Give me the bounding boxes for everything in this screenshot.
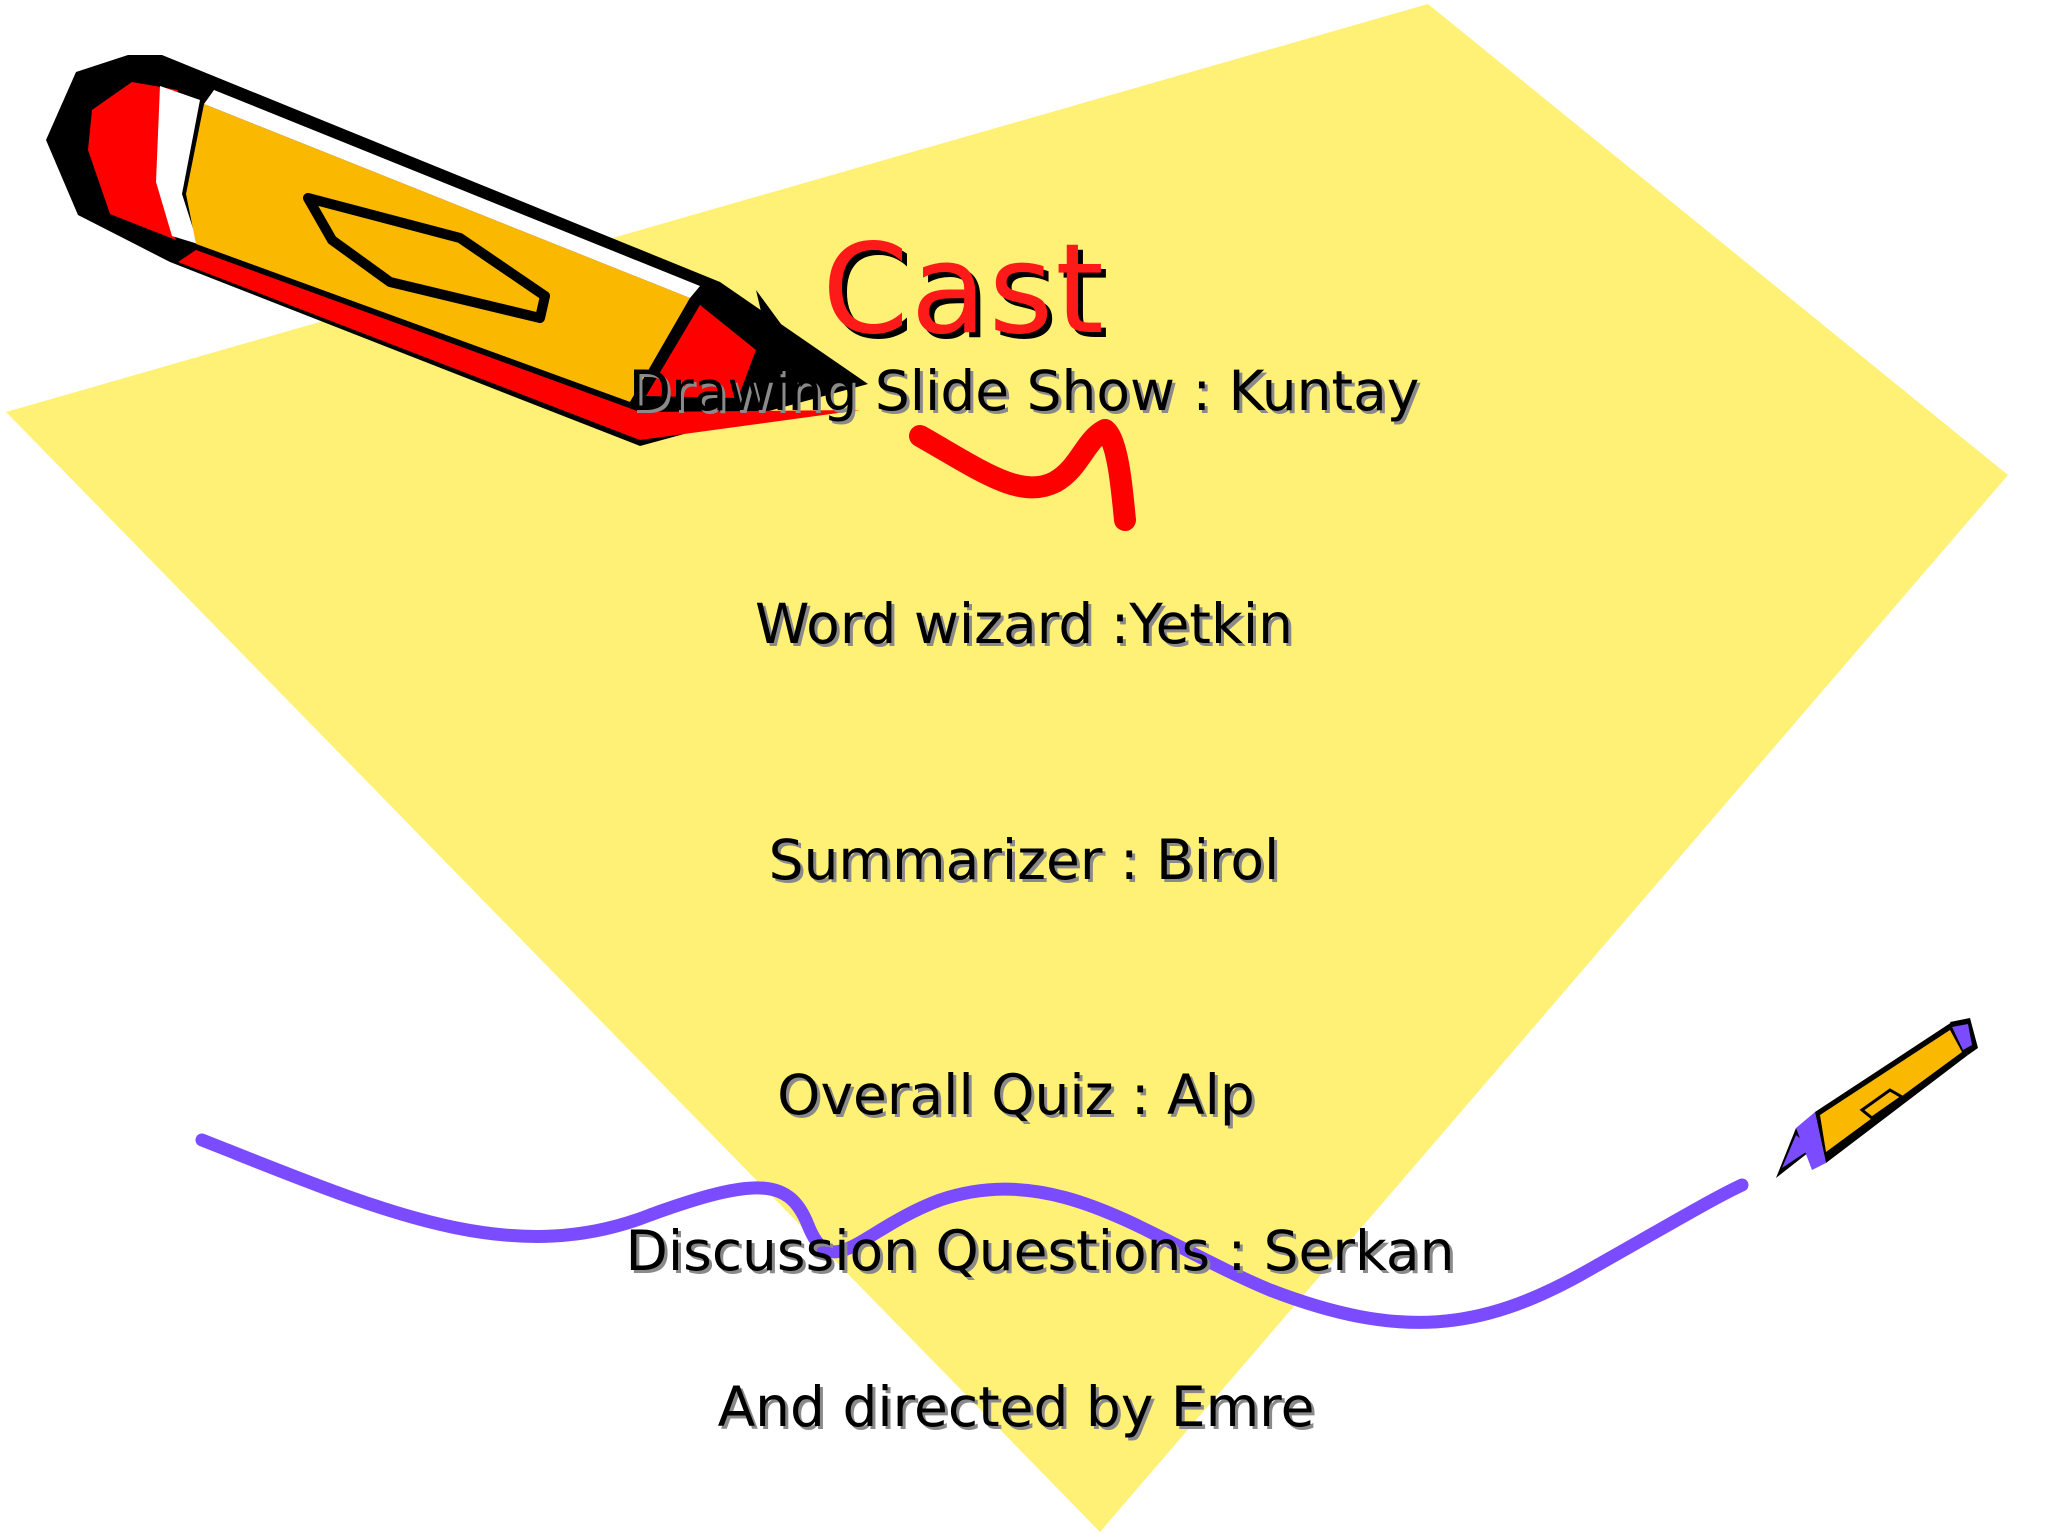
- cast-line-summarizer: Summarizer : Birol: [768, 828, 1280, 892]
- cast-line-directed-by: And directed by Emre: [717, 1375, 1315, 1439]
- cast-line-drawing: Drawing Slide Show : Kuntay: [628, 359, 1420, 423]
- slide-title: Cast: [822, 218, 1106, 362]
- cast-line-word-wizard: Word wizard :Yetkin: [755, 592, 1293, 656]
- cast-line-discussion-questions: Discussion Questions : Serkan: [625, 1219, 1455, 1283]
- small-pencil-icon: [1776, 1018, 1978, 1178]
- large-pencil-icon: [46, 55, 1136, 531]
- cast-line-overall-quiz: Overall Quiz : Alp: [777, 1063, 1255, 1127]
- purple-squiggle-line: [195, 1133, 1749, 1329]
